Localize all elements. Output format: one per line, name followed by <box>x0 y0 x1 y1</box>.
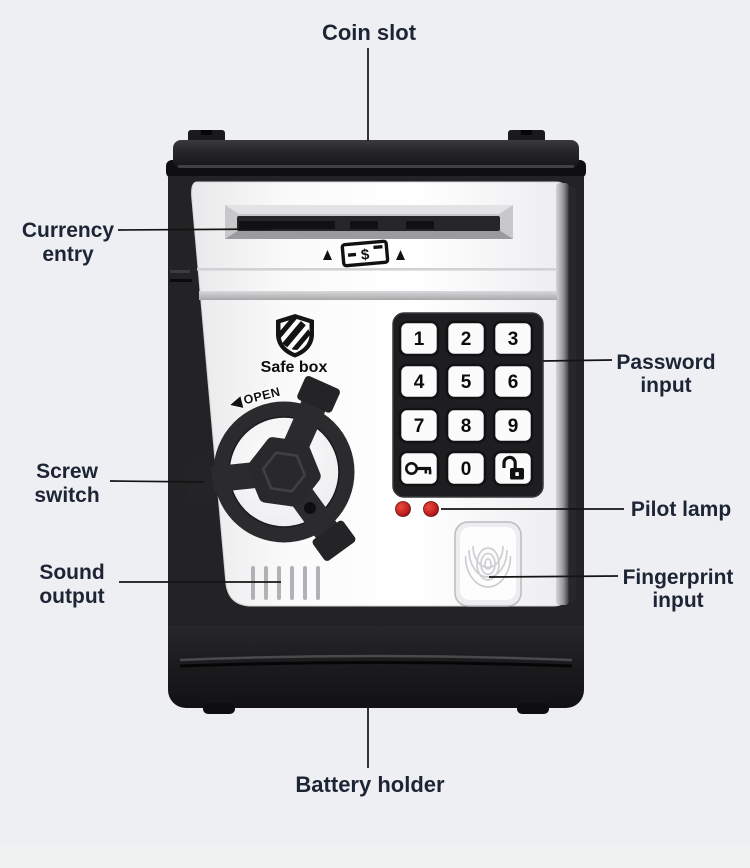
currency-entry-label: Currency entry <box>22 219 115 266</box>
key-6: 6 <box>492 363 534 400</box>
key-open <box>492 450 534 487</box>
svg-text:9: 9 <box>508 416 519 437</box>
side-groove-dark <box>170 279 192 282</box>
door-right-bezel <box>556 183 569 605</box>
key-icon <box>405 462 432 475</box>
svg-text:1: 1 <box>414 329 425 350</box>
annotation-labels: Coin slot Currency entry Screw switch So… <box>22 20 734 797</box>
sound-output-label: Sound output <box>39 561 104 608</box>
bill-insert-mark: $ <box>323 239 405 268</box>
svg-text:Password: Password <box>616 351 715 374</box>
pilot-lamp-led-2 <box>423 501 439 517</box>
svg-text:7: 7 <box>414 416 425 437</box>
key-2: 2 <box>445 320 487 357</box>
up-triangle-icon-left <box>323 250 332 260</box>
dollar-bill-icon: $ <box>340 239 390 268</box>
svg-text:4: 4 <box>414 372 425 393</box>
currency-slot-shade-2 <box>350 221 378 229</box>
currency-slot-shade-3 <box>406 221 434 229</box>
speaker-grille <box>251 566 320 600</box>
svg-text:Fingerprint: Fingerprint <box>623 566 734 589</box>
annotation-lines <box>109 48 624 768</box>
pilot-lamp-label: Pilot lamp <box>631 498 731 521</box>
pilot-lamps <box>395 501 439 517</box>
fingerprint-input-line <box>488 575 619 578</box>
key-7: 7 <box>398 407 440 444</box>
side-groove-light <box>170 270 190 273</box>
svg-text:Currency: Currency <box>22 219 115 242</box>
door-silver-band <box>199 291 557 300</box>
lid-groove <box>178 165 574 168</box>
key-3: 3 <box>492 320 534 357</box>
top-hinge-left-notch <box>201 130 212 135</box>
currency-entry-line <box>117 228 274 231</box>
svg-text:3: 3 <box>508 329 519 350</box>
key-1: 1 <box>398 320 440 357</box>
top-hinge-right <box>508 130 545 143</box>
svg-text:output: output <box>39 585 104 608</box>
key-unlock-code <box>398 450 440 487</box>
currency-slot <box>225 205 513 239</box>
battery-holder-label: Battery holder <box>295 772 445 797</box>
top-hinge-left <box>188 130 225 143</box>
fingerprint-icon <box>464 545 512 588</box>
key-5: 5 <box>445 363 487 400</box>
wheel-pin <box>304 502 316 514</box>
currency-slot-shade-1 <box>239 221 335 229</box>
brand-label: Safe box <box>261 359 328 376</box>
screw-switch-tab <box>184 461 214 501</box>
base-top-fill <box>168 606 584 626</box>
svg-text:entry: entry <box>42 243 94 266</box>
svg-text:6: 6 <box>508 372 519 393</box>
unlock-open-icon <box>502 455 524 480</box>
safe-box: $ Safe box OPEN <box>166 130 586 714</box>
coin-slot-lid <box>173 140 579 168</box>
svg-text:Screw: Screw <box>36 460 99 483</box>
screw-switch-wheel <box>184 376 356 561</box>
key-4: 4 <box>398 363 440 400</box>
svg-text:2: 2 <box>461 329 472 350</box>
screw-switch-label: Screw switch <box>34 460 99 507</box>
foot-right <box>517 703 549 714</box>
wheel-hub <box>247 437 321 507</box>
svg-text:input: input <box>640 374 691 397</box>
base-seam-highlight <box>179 654 573 662</box>
svg-text:5: 5 <box>461 372 472 393</box>
svg-text:Sound: Sound <box>39 561 104 584</box>
password-input-line <box>542 359 613 362</box>
coin-slot-label: Coin slot <box>322 20 417 45</box>
svg-text:$: $ <box>360 246 370 264</box>
left-arrow-icon <box>228 394 245 409</box>
svg-text:0: 0 <box>461 459 472 480</box>
up-triangle-icon-right <box>396 250 405 260</box>
base-seam-shadow <box>179 661 573 668</box>
svg-text:input: input <box>652 589 703 612</box>
door-groove <box>197 268 557 271</box>
foot-left <box>203 703 235 714</box>
key-9: 9 <box>492 407 534 444</box>
password-input-label: Password input <box>616 351 715 397</box>
svg-text:8: 8 <box>461 416 472 437</box>
key-0: 0 <box>445 450 487 487</box>
svg-text:switch: switch <box>34 484 99 507</box>
background-bottom-band <box>0 846 750 868</box>
pilot-lamp-led-1 <box>395 501 411 517</box>
password-keypad: 1 2 3 4 5 6 7 8 9 0 <box>392 312 544 498</box>
currency-slot-bottom-lip <box>225 230 513 239</box>
fingerprint-input-label: Fingerprint input <box>623 566 734 612</box>
key-8: 8 <box>445 407 487 444</box>
fingerprint-pad <box>454 521 522 607</box>
screw-switch-line <box>109 480 205 483</box>
currency-slot-top-lip <box>225 205 513 214</box>
top-hinge-right-notch <box>521 130 532 135</box>
door-right-shadow <box>568 186 576 602</box>
